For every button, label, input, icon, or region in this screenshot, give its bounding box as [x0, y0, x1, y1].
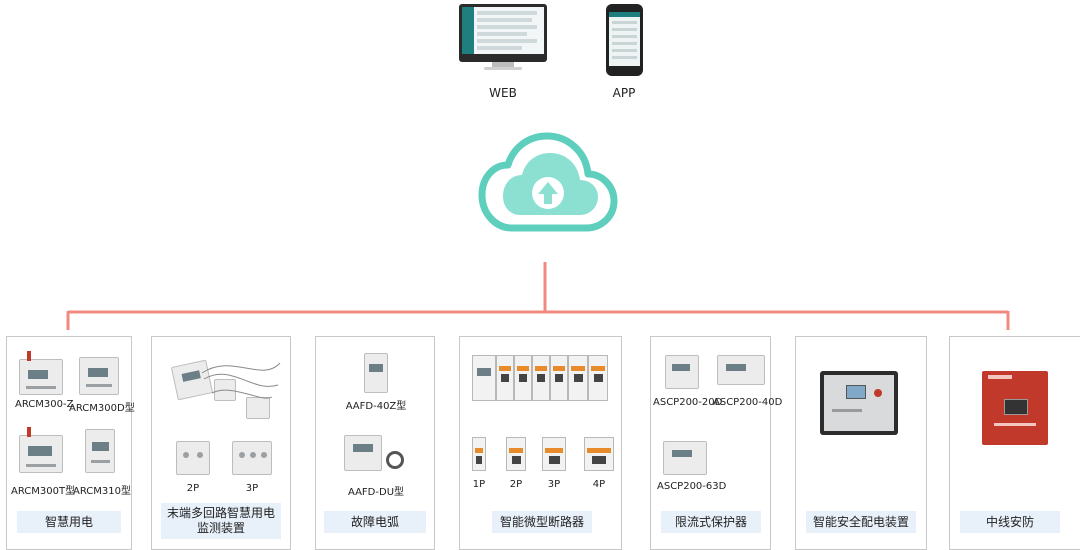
web-label: WEB	[489, 86, 517, 100]
cloud-upload-icon	[478, 132, 618, 232]
card-smart-safe-distribution: 智能安全配电装置	[795, 336, 927, 550]
device-mcb-assembly	[472, 355, 608, 401]
caption-current-limiting-protector: 限流式保护器	[661, 511, 761, 533]
device-3p	[232, 441, 272, 475]
label-1p: 1P	[472, 479, 486, 490]
card-neutral-line-protection: 中线安防	[949, 336, 1080, 550]
monitor-stand	[492, 62, 514, 68]
device-mcb-4p	[584, 437, 614, 471]
app-phone-icon	[606, 4, 643, 76]
label-ascp200-63d: ASCP200-63D	[657, 481, 727, 492]
caption-neutral-line-protection: 中线安防	[960, 511, 1060, 533]
device-arcm300t	[19, 435, 63, 473]
device-mcb-2p	[506, 437, 526, 471]
label-arcm300d: ARCM300D型	[69, 403, 135, 414]
label-2p: 2P	[186, 483, 200, 494]
device-ascp200-20d	[665, 355, 699, 389]
label-ascp200-40d: ASCP200-40D	[713, 397, 783, 408]
label-arcm300z: ARCM300-Z	[15, 399, 74, 410]
device-mcb-3p	[542, 437, 566, 471]
label-2p-mcb: 2P	[509, 479, 523, 490]
connector-lines	[66, 262, 1010, 330]
caption-smart-safe-distribution: 智能安全配电装置	[806, 511, 916, 533]
card-smart-mcb: 1P 2P 3P 4P 智能微型断路器	[459, 336, 622, 550]
device-aafd-40z	[364, 353, 388, 393]
device-sensor-b	[246, 397, 270, 419]
device-ascp200-40d	[717, 355, 765, 385]
device-arcm300z	[19, 359, 63, 395]
card-arc-fault: AAFD-40Z型 AAFD-DU型 故障电弧	[315, 336, 435, 550]
caption-terminal-multi-circuit: 末端多回路智慧用电 监测装置	[161, 503, 281, 539]
device-distribution-cabinet	[820, 371, 898, 435]
device-arcm310	[85, 429, 115, 473]
card-terminal-multi-circuit: 2P 3P 末端多回路智慧用电 监测装置	[151, 336, 291, 550]
device-ct-ring	[386, 451, 404, 469]
caption-smart-mcb: 智能微型断路器	[492, 511, 592, 533]
device-wires	[201, 362, 281, 399]
label-arcm300t: ARCM300T型	[11, 486, 76, 497]
caption-arc-fault: 故障电弧	[324, 511, 426, 533]
device-mcb-1p	[472, 437, 486, 471]
device-aafd-du	[344, 435, 382, 471]
device-arcm300d	[79, 357, 119, 395]
device-2p	[176, 441, 210, 475]
app-label: APP	[612, 86, 636, 100]
card-smart-electricity: ARCM300-Z ARCM300D型 ARCM300T型 ARCM310型 智…	[6, 336, 135, 550]
label-3p: 3P	[245, 483, 259, 494]
device-neutral-protector	[982, 371, 1048, 445]
label-arcm310: ARCM310型	[73, 486, 131, 497]
label-ascp200-20d: ASCP200-20D	[653, 397, 723, 408]
monitor-base	[484, 67, 522, 70]
web-monitor-icon	[459, 4, 547, 62]
label-aafd-du: AAFD-DU型	[347, 487, 405, 498]
label-4p-mcb: 4P	[592, 479, 606, 490]
label-3p-mcb: 3P	[547, 479, 561, 490]
caption-smart-electricity: 智慧用电	[17, 511, 121, 533]
label-aafd-40z: AAFD-40Z型	[345, 401, 407, 412]
card-current-limiting-protector: ASCP200-20D ASCP200-40D ASCP200-63D 限流式保…	[650, 336, 783, 550]
device-ascp200-63d	[663, 441, 707, 475]
